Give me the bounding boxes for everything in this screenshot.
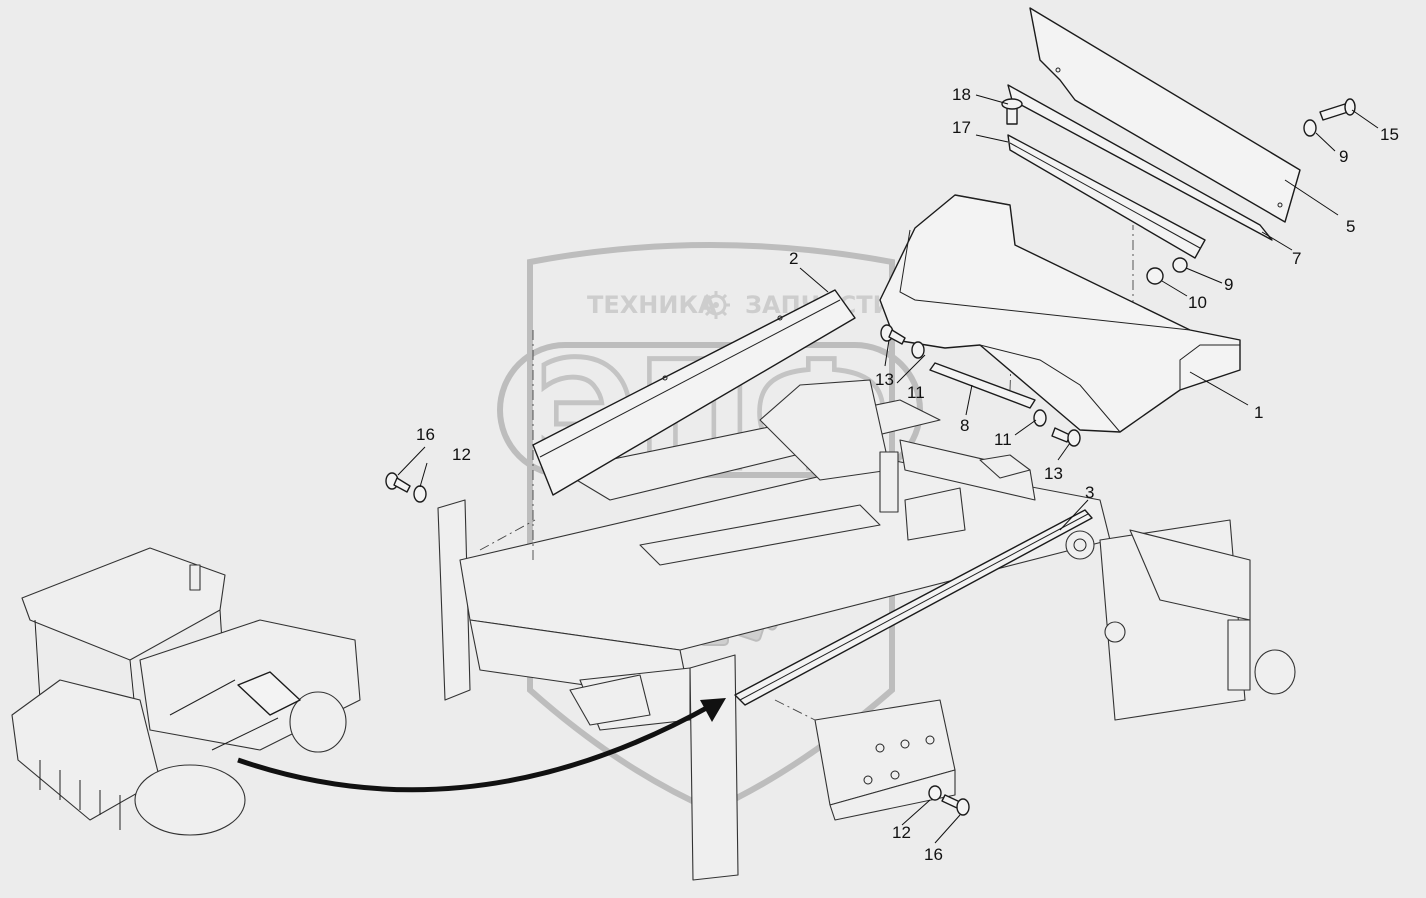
- callout-1: 1: [1254, 403, 1263, 422]
- part-8-rod: [929, 362, 1036, 409]
- callout-2: 2: [789, 249, 798, 268]
- callout-7: 7: [1292, 249, 1301, 268]
- location-arrow: [237, 698, 726, 793]
- paver-machine-overview: [11, 547, 361, 836]
- part-17-angle-bar: [1007, 134, 1206, 259]
- leader-lines: [397, 94, 1379, 844]
- callout-15: 15: [1380, 125, 1399, 144]
- washer-12-bottom: [928, 785, 942, 801]
- callout-11-left: 11: [907, 383, 925, 402]
- rear-bracket: [1227, 619, 1251, 691]
- callout-13-right: 13: [1044, 464, 1063, 483]
- callout-5: 5: [1346, 217, 1355, 236]
- part-5-top-plate: [1029, 7, 1301, 223]
- part-7-gasket-strip: [1007, 84, 1273, 241]
- gear-icon: [702, 291, 730, 319]
- washer-11-left: [911, 341, 925, 359]
- bolt-18: [1001, 98, 1023, 125]
- callout-8: 8: [960, 416, 969, 435]
- part-3-long-rail: [734, 509, 1093, 706]
- bolt-16-bottom: [941, 794, 970, 816]
- callout-12-bottom: 12: [892, 823, 911, 842]
- callout-16-left: 16: [416, 425, 435, 444]
- bolt-15: [1319, 98, 1356, 121]
- callout-9-mid: 9: [1224, 275, 1233, 294]
- machine-track: [134, 764, 246, 836]
- callouts: 1 2 3 5 7 8 9 9 10 11 11 12 12 13 13 15 …: [416, 85, 1399, 864]
- callout-13-left: 13: [875, 370, 894, 389]
- bolt-13-left: [880, 324, 906, 345]
- bolt-16-left: [385, 472, 411, 493]
- callout-16-bottom: 16: [924, 845, 943, 864]
- washer-9-mid: [1172, 257, 1188, 273]
- callout-11-right: 11: [994, 430, 1012, 449]
- callout-9-top: 9: [1339, 147, 1348, 166]
- washer-12-left: [413, 485, 427, 503]
- callout-17: 17: [952, 118, 971, 137]
- nut-10: [1146, 267, 1164, 285]
- part-1-hood: [879, 194, 1241, 433]
- washer-11-right: [1033, 409, 1047, 427]
- callout-12-left: 12: [452, 445, 471, 464]
- bolt-13-right: [1051, 427, 1081, 447]
- callout-10: 10: [1188, 293, 1207, 312]
- part-2-cover-strip: [532, 289, 856, 496]
- callout-18: 18: [952, 85, 971, 104]
- frame-assembly: [437, 225, 1296, 881]
- watermark-text-left: ТЕХНИКА: [587, 291, 717, 319]
- callout-3: 3: [1085, 483, 1094, 502]
- fasteners: [385, 98, 1356, 816]
- machine-wheel: [289, 691, 347, 753]
- washer-9-top: [1303, 119, 1317, 137]
